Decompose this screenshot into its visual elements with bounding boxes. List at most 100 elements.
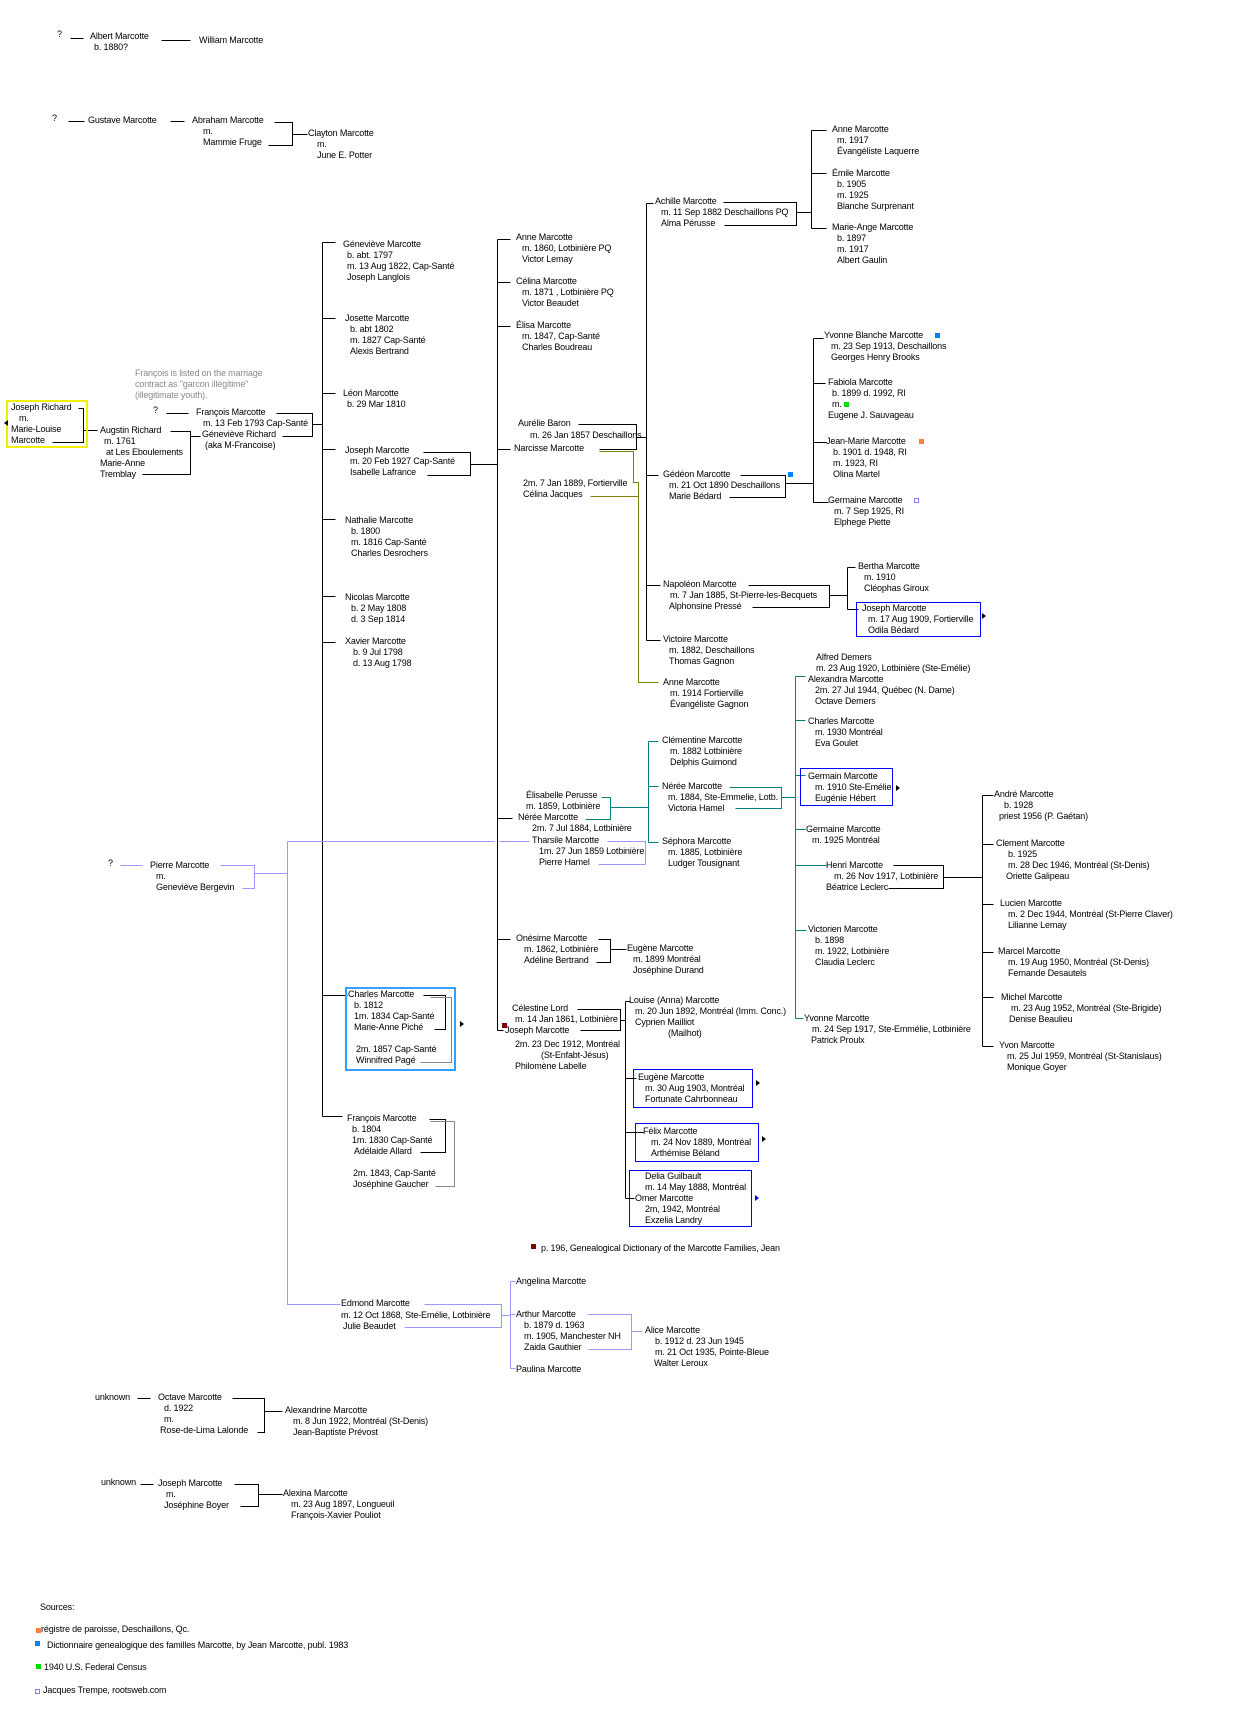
name-label: Anne Marcotte (516, 232, 573, 242)
detail-line: Lilianne Lemay (1008, 920, 1067, 930)
charles-marcotte-box (345, 987, 456, 1071)
detail-line: m. (832, 399, 842, 409)
detail-line: Blanche Surprenant (837, 201, 914, 211)
source-marker-icon (935, 333, 940, 338)
detail-line: m. 1925 (837, 190, 869, 200)
name-label: Alexandrine Marcotte (285, 1405, 368, 1415)
detail-line: m. 1914 Fortierville (670, 688, 744, 698)
name-label: Dictionnaire genealogique des familles M… (47, 1640, 349, 1650)
detail-line: Olina Martel (833, 469, 880, 479)
expand-right-arrow-icon[interactable] (755, 1195, 759, 1201)
detail-line: Ludger Tousignant (668, 858, 740, 868)
name-label: Victoire Marcotte (663, 634, 728, 644)
detail-line: b. 1800 (351, 526, 380, 536)
detail-line: Victoria Hamel (668, 803, 725, 813)
detail-line: m. 1922, Lotbinière (815, 946, 890, 956)
detail-line: Fernande Desautels (1008, 968, 1087, 978)
detail-line: Claudia Leclerc (815, 957, 875, 967)
name-label: Angelina Marcotte (516, 1276, 586, 1286)
expand-right-arrow-icon[interactable] (460, 1021, 464, 1027)
detail-line: m. 7 Sep 1925, RI (834, 506, 904, 516)
detail-line: Joseph Langlois (347, 272, 410, 282)
name-label: André Marcotte (994, 789, 1054, 799)
detail-line: Charles Boudreau (522, 342, 593, 352)
detail-line: Thomas Gagnon (669, 656, 735, 666)
detail-line: Adéline Bertrand (524, 955, 589, 965)
name-label: ? (108, 858, 113, 868)
expand-right-arrow-icon[interactable] (982, 613, 986, 619)
detail-line: Geneviève Bergevin (156, 882, 235, 892)
detail-line: m. 1910 Ste-Emélie (815, 782, 892, 792)
detail-line: Marie-Anne (100, 458, 146, 468)
expand-left-arrow-icon[interactable] (4, 420, 8, 426)
name-label: Germaine Marcotte (828, 495, 903, 505)
detail-line: Marcotte (11, 435, 45, 445)
detail-line: Exzelia Landry (645, 1215, 702, 1225)
detail-line: Célina Jacques (523, 489, 583, 499)
detail-line: m. (156, 871, 166, 881)
detail-line: Albert Gaulin (837, 255, 888, 265)
detail-line: m. 20 Jun 1892, Montréal (Imm. Conc.) (635, 1006, 787, 1016)
name-label: Paulina Marcotte (516, 1364, 582, 1374)
name-label: unknown (101, 1477, 136, 1487)
name-label: Arthur Marcotte (516, 1309, 576, 1319)
detail-line: (St-Enfabt-Jésus) (541, 1050, 609, 1060)
detail-line: b. 1899 d. 1992, RI (832, 388, 906, 398)
detail-line: 2m. 23 Dec 1912, Montréal (515, 1039, 620, 1049)
source-marker-icon (35, 1641, 40, 1646)
name-label: Célina Marcotte (516, 276, 577, 286)
detail-line: m. 20 Feb 1927 Cap-Santé (350, 456, 455, 466)
detail-line: 1m. 1830 Cap-Santé (352, 1135, 433, 1145)
name-label: Abraham Marcotte (192, 115, 264, 125)
detail-line: b. 1905 (837, 179, 866, 189)
name-label: Yvonne Marcotte (804, 1013, 870, 1023)
name-label: Louise (Anna) Marcotte (629, 995, 720, 1005)
detail-line: (aka M-Francoise) (205, 440, 276, 450)
detail-line: b. 1879 d. 1963 (524, 1320, 585, 1330)
detail-line: m. 25 Jul 1959, Montréal (St-Stanislaus) (1007, 1051, 1162, 1061)
expand-right-arrow-icon[interactable] (762, 1136, 766, 1142)
detail-line: m. 7 Jan 1885, St-Pierre-les-Becquets (670, 590, 818, 600)
detail-line: m. 23 Aug 1952, Montréal (Ste-Brigide) (1011, 1003, 1162, 1013)
detail-line: Julie Beaudet (343, 1321, 396, 1331)
expand-right-arrow-icon[interactable] (756, 1080, 760, 1086)
detail-line: m. 1871 , Lotbinière PQ (522, 287, 614, 297)
source-marker-icon (36, 1664, 41, 1669)
detail-line: 2m. 7 Jul 1884, Lotbinière (532, 823, 632, 833)
detail-line: Octave Demers (815, 696, 876, 706)
detail-line: d. 13 Aug 1798 (353, 658, 412, 668)
source-marker-icon (788, 472, 793, 477)
detail-line: Odila Bédard (868, 625, 919, 635)
name-label: Sources: (40, 1602, 75, 1612)
detail-line: Elphege Piette (834, 517, 891, 527)
detail-line: m. 1899 Montréal (633, 954, 701, 964)
detail-line: m. 21 Oct 1935, Pointe-Bleue (655, 1347, 769, 1357)
detail-line: Eva Goulet (815, 738, 859, 748)
detail-line: Delphis Guimond (670, 757, 737, 767)
name-label: Marie-Ange Marcotte (832, 222, 914, 232)
detail-line: m. 1923, RI (833, 458, 878, 468)
name-label: Félix Marcotte (643, 1126, 698, 1136)
detail-line: m. 17 Aug 1909, Fortierville (868, 614, 974, 624)
detail-line: m. (19, 413, 29, 423)
expand-right-arrow-icon[interactable] (896, 785, 900, 791)
detail-line: b. 1925 (1008, 849, 1037, 859)
detail-line: Victor Lemay (522, 254, 573, 264)
detail-line: Marie-Anne Piché (354, 1022, 424, 1032)
source-marker-icon (914, 498, 919, 503)
name-label: 1940 U.S. Federal Census (44, 1662, 147, 1672)
detail-line: Zaida Gauthier (524, 1342, 582, 1352)
detail-line: b. abt 1802 (350, 324, 394, 334)
detail-line: Oriette Galipeau (1006, 871, 1070, 881)
detail-line: Adélaide Allard (354, 1146, 412, 1156)
detail-line: Joséphine Durand (633, 965, 704, 975)
detail-line: m. 1910 (864, 572, 896, 582)
name-label: Gédéon Marcotte (663, 469, 731, 479)
detail-line: Eugénie Hébert (815, 793, 876, 803)
detail-line: Béatrice Leclerc (826, 882, 889, 892)
source-marker-icon (844, 402, 849, 407)
detail-line: Alphonsine Pressé (669, 601, 742, 611)
name-label: Nicolas Marcotte (345, 592, 410, 602)
name-label: Joseph Marcotte (345, 445, 410, 455)
name-label: Yvonne Blanche Marcotte (824, 330, 924, 340)
